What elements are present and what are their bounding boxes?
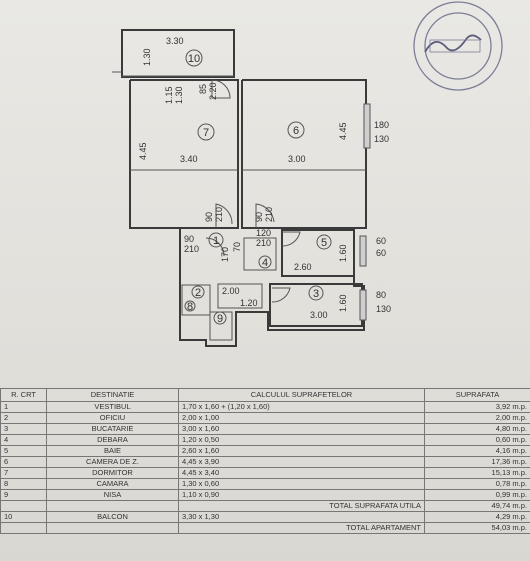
room-number-2: 2	[191, 285, 205, 299]
dim-window6-b: 130	[374, 134, 389, 144]
total-apartment-value: 54,03 m.p.	[424, 522, 530, 534]
svg-text:3: 3	[313, 288, 319, 300]
dim-room6-width: 3.00	[288, 154, 306, 164]
dim-window5-b: 60	[376, 248, 386, 258]
room-number-5: 5	[316, 234, 332, 250]
svg-text:4: 4	[262, 257, 268, 269]
dim-balcony-width: 3.30	[166, 36, 184, 46]
dim-room3-height: 1.60	[338, 294, 348, 312]
room-number-6: 6	[287, 121, 305, 139]
balcony-outline	[121, 29, 235, 78]
official-stamp	[413, 1, 503, 91]
room-number-10: 10	[185, 49, 203, 67]
header-calculation: CALCULUL SUPRAFETELOR	[178, 388, 425, 402]
header-destination: DESTINATIE	[46, 388, 179, 402]
room-number-8: 8	[184, 300, 196, 313]
dim-window3-b: 130	[376, 304, 391, 314]
dim-door4-a: 120	[256, 228, 271, 238]
dim-room6-height: 4.45	[338, 122, 348, 140]
svg-text:5: 5	[321, 237, 327, 249]
dim-door3-b: 210	[184, 244, 199, 254]
svg-text:2: 2	[195, 287, 201, 299]
dim-door5-a: 70	[232, 242, 242, 252]
dim-door6-a: 170	[220, 247, 230, 262]
total-util-label: TOTAL SUPRAFATA UTILA	[178, 500, 425, 512]
room-number-1: 1	[208, 232, 224, 248]
dim-door-130: 1.30	[174, 86, 184, 104]
room-6-outline	[241, 79, 367, 229]
svg-text:8: 8	[187, 301, 193, 313]
dim-window3-a: 80	[376, 290, 386, 300]
room-number-4: 4	[258, 255, 272, 269]
surface-table: R. CRT DESTINATIE CALCULUL SUPRAFETELOR …	[0, 388, 530, 561]
dim-door-115: 1.15	[164, 86, 174, 104]
dim-room2-200: 2.00	[222, 286, 240, 296]
room-7-outline	[129, 79, 239, 229]
total-util-value: 49,74 m.p.	[424, 500, 530, 512]
dim-window5-a: 60	[376, 236, 386, 246]
dim-door1-a: 90	[204, 212, 214, 222]
dim-room3-width: 3.00	[310, 310, 328, 320]
dim-room5-width: 2.60	[294, 262, 312, 272]
total-apartment-label: TOTAL APARTAMENT	[178, 522, 425, 534]
svg-text:6: 6	[293, 125, 299, 137]
dim-door1-b: 210	[214, 207, 224, 222]
total-util-row: TOTAL SUPRAFATA UTILA 49,74 m.p.	[0, 500, 530, 512]
dim-room2-120: 1.20	[240, 298, 258, 308]
table-header-row: R. CRT DESTINATIE CALCULUL SUPRAFETELOR …	[0, 388, 530, 402]
dim-door-220: 2.20	[208, 82, 218, 100]
header-surface: SUPRAFATA	[424, 388, 530, 402]
dim-door-85: 85	[198, 84, 208, 94]
room-number-3: 3	[308, 285, 324, 301]
header-nr: R. CRT	[0, 388, 47, 402]
dim-room5-height: 1.60	[338, 244, 348, 262]
room-number-7: 7	[197, 123, 215, 141]
dim-window6-a: 180	[374, 120, 389, 130]
dim-door3-a: 90	[184, 234, 194, 244]
dim-door2-a: 90	[254, 212, 264, 222]
svg-text:10: 10	[188, 53, 200, 65]
dim-door2-b: 210	[264, 207, 274, 222]
dim-room7-height: 4.45	[138, 142, 148, 160]
dim-balcony-height: 1.30	[142, 48, 152, 66]
svg-text:1: 1	[213, 235, 219, 247]
total-apartment-row: TOTAL APARTAMENT 54,03 m.p.	[0, 522, 530, 534]
lower-outline	[179, 228, 365, 347]
room-number-9: 9	[213, 311, 227, 325]
svg-text:7: 7	[203, 127, 209, 139]
dim-room7-width: 3.40	[180, 154, 198, 164]
dim-door4-b: 210	[256, 238, 271, 248]
floor-plan: 10 7 6 1 5 4 3 2 9 8 3.30 1.30 1.15 1.30…	[112, 1, 503, 347]
room-5-outline	[281, 229, 355, 277]
svg-text:9: 9	[217, 313, 223, 325]
